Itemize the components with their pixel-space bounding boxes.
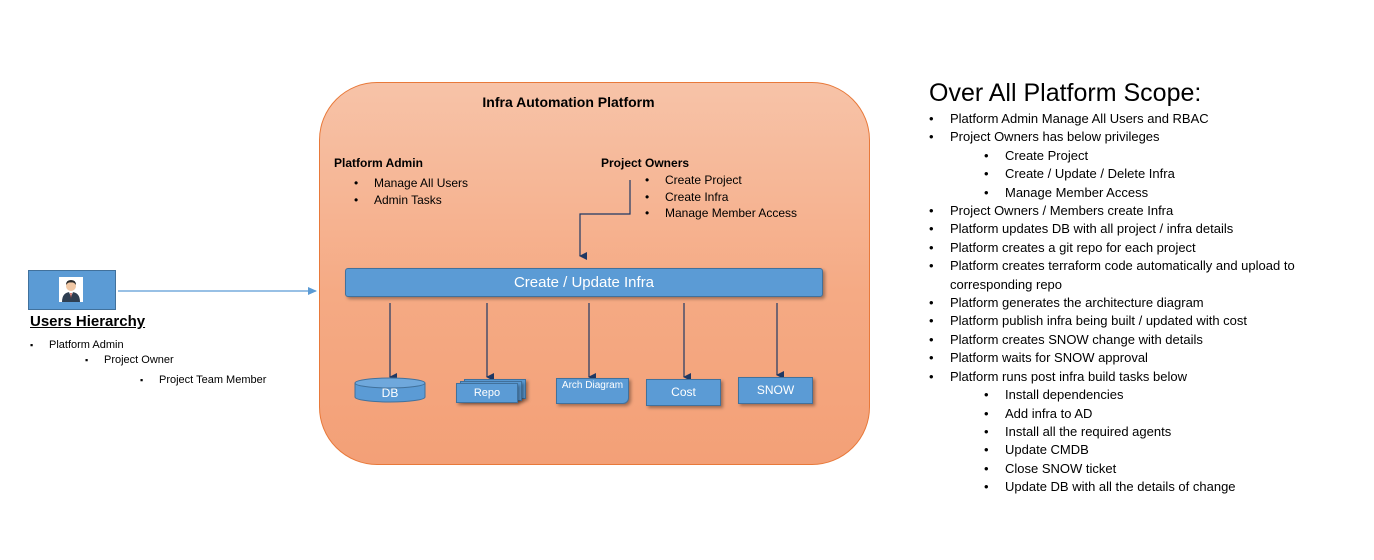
list-item: Create Infra: [645, 189, 797, 206]
list-item: Platform publish infra being built / upd…: [929, 312, 1349, 331]
platform-admin-list: Manage All Users Admin Tasks: [354, 175, 468, 208]
hierarchy-level-platform-admin: Platform Admin: [30, 339, 123, 351]
list-item: Update DB with all the details of change: [929, 478, 1349, 497]
snow-box: SNOW: [738, 377, 813, 404]
list-item: Platform Admin Manage All Users and RBAC: [929, 110, 1349, 129]
list-item: Platform waits for SNOW approval: [929, 349, 1349, 368]
platform-admin-title: Platform Admin: [334, 156, 423, 170]
list-item: Manage Member Access: [929, 184, 1349, 203]
list-item: Create Project: [645, 172, 797, 189]
db-cylinder: [354, 377, 426, 403]
owners-to-bar-connector: [579, 180, 631, 260]
project-owners-title: Project Owners: [601, 156, 690, 170]
db-label: DB: [381, 386, 399, 400]
list-item: Update CMDB: [929, 441, 1349, 460]
cost-box: Cost: [646, 379, 721, 406]
list-item: Platform generates the architecture diag…: [929, 294, 1349, 313]
list-item: Project Owners has below privileges: [929, 128, 1349, 147]
list-item: Platform creates a git repo for each pro…: [929, 239, 1349, 258]
list-item: Project Owners / Members create Infra: [929, 202, 1349, 221]
list-item: Platform updates DB with all project / i…: [929, 220, 1349, 239]
arch-diagram-box: Arch Diagram: [556, 378, 629, 404]
users-hierarchy-title: Users Hierarchy: [30, 313, 146, 330]
list-item: Admin Tasks: [354, 192, 468, 209]
hierarchy-level-project-owner: Project Owner: [85, 354, 174, 366]
scope-title: Over All Platform Scope:: [929, 79, 1202, 107]
list-item: Manage All Users: [354, 175, 468, 192]
list-item: Add infra to AD: [929, 405, 1349, 424]
scope-list: Platform Admin Manage All Users and RBAC…: [929, 110, 1349, 497]
platform-title: Infra Automation Platform: [482, 94, 655, 110]
list-item: Platform creates SNOW change with detail…: [929, 331, 1349, 350]
list-item: Create / Update / Delete Infra: [929, 165, 1349, 184]
list-item: Install all the required agents: [929, 423, 1349, 442]
list-item: Platform runs post infra build tasks bel…: [929, 368, 1349, 387]
hierarchy-level-team-member: Project Team Member: [140, 374, 266, 386]
list-item: Create Project: [929, 147, 1349, 166]
list-item: Platform creates terraform code automati…: [929, 257, 1349, 294]
create-update-infra-bar: Create / Update Infra: [345, 268, 823, 297]
repo-box: Repo: [456, 383, 518, 403]
project-owners-list: Create Project Create Infra Manage Membe…: [645, 172, 797, 222]
user-avatar-icon: [59, 277, 83, 302]
list-item: Close SNOW ticket: [929, 460, 1349, 479]
list-item: Install dependencies: [929, 386, 1349, 405]
list-item: Manage Member Access: [645, 205, 797, 222]
